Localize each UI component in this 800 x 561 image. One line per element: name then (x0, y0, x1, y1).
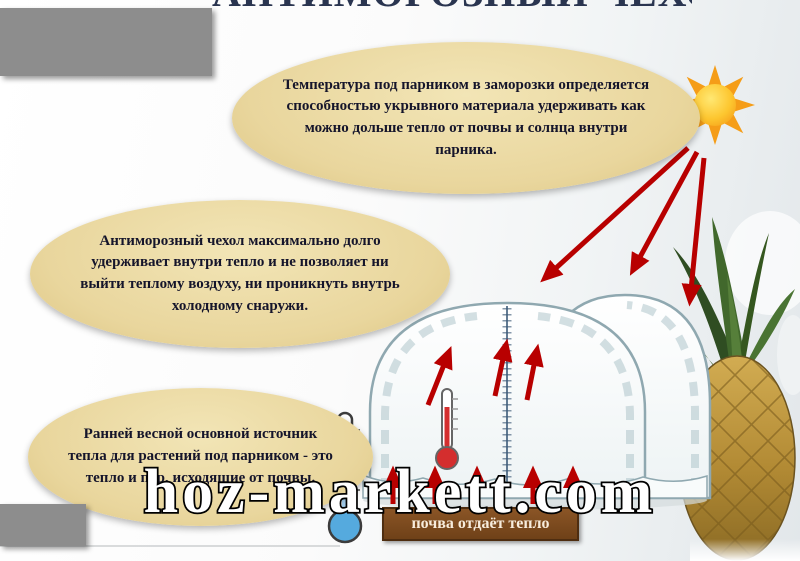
page-corner-highlight (690, 539, 800, 561)
slide-title-text: АНТИМОРОЗНЫЙ ЧЕХОЛ ДЛЯ ПАРНИКА (212, 0, 692, 13)
watermark-text: hoz-markett.com (144, 458, 657, 526)
watermark: hoz-markett.com (142, 456, 657, 528)
table-edge-line (0, 545, 340, 547)
back-arch-panel-seams (626, 301, 699, 492)
gray-cover-block-top-left (0, 8, 212, 76)
bubble-frost-temperature: Температура под парником в заморозки опр… (232, 42, 700, 194)
slide-title-cutoff: АНТИМОРОЗНЫЙ ЧЕХОЛ ДЛЯ ПАРНИКА (212, 0, 692, 13)
soil-heat-label-text: почва отдаёт тепло (411, 515, 550, 532)
pineapple-leaves (661, 217, 795, 379)
bubble-antifrost-cover: Антиморозный чехол максимально долго уде… (30, 200, 450, 348)
bubble-frost-temperature-text: Температура под парником в заморозки опр… (282, 76, 650, 158)
sun-icon (675, 65, 755, 145)
soil-heat-label: почва отдаёт тепло (382, 507, 579, 541)
bubble-antifrost-cover-text: Антиморозный чехол максимально долго уде… (80, 232, 400, 314)
gray-cover-block-bottom-left (0, 504, 86, 546)
front-arch-left-seams (381, 312, 478, 492)
sun-core (694, 84, 736, 126)
front-arch-right-seams (537, 312, 634, 492)
snow-streak (777, 315, 800, 395)
bubble-spring-heat-source-text: Ранней весной основной источник тепла дл… (68, 426, 333, 486)
bubble-spring-heat-source: Ранней весной основной источник тепла дл… (28, 388, 373, 526)
